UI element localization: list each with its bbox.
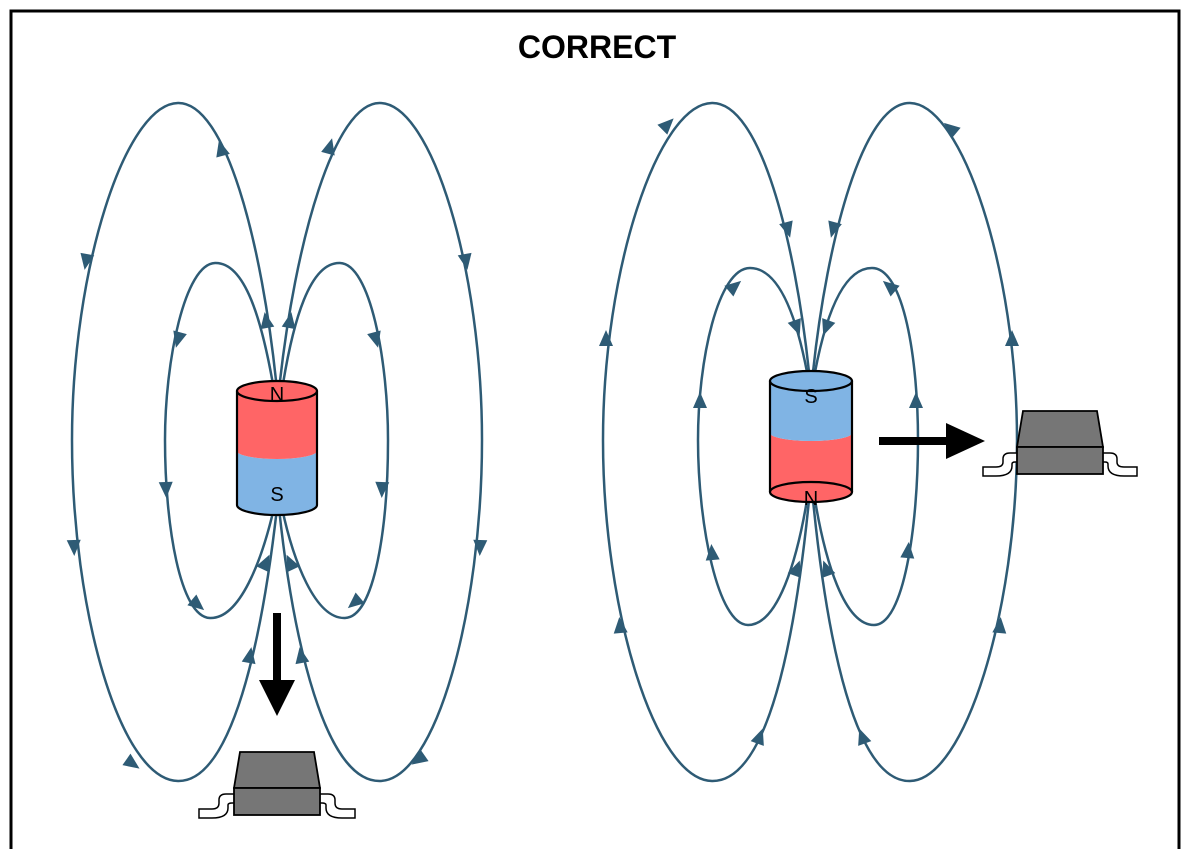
right-magnet-bottom-label: N — [804, 488, 818, 510]
left-magnet-north-half — [237, 391, 317, 459]
left-field-lines — [70, 101, 484, 783]
field-arrow — [66, 539, 81, 556]
field-line — [70, 101, 279, 783]
field-arrow — [900, 542, 915, 559]
field-arrow — [187, 594, 205, 611]
sensor-lead-right — [1100, 452, 1138, 477]
field-arrow — [822, 560, 836, 578]
left-magnet-south-half — [237, 451, 317, 515]
left-field-arrows — [66, 138, 488, 769]
sensor-lead-left — [982, 452, 1020, 477]
field-arrow — [705, 544, 720, 561]
field-arrow — [828, 220, 842, 238]
left-magnet-top-face — [237, 381, 317, 401]
right-magnet-bottom-rim — [768, 480, 854, 493]
field-arrow — [1005, 330, 1019, 346]
field-arrow — [241, 647, 256, 665]
field-arrow — [992, 617, 1007, 634]
field-arrow — [724, 280, 742, 297]
motion-arrow-right — [879, 423, 985, 459]
diagram-frame — [9, 9, 1181, 849]
motion-arrow-down — [259, 613, 295, 716]
right-magnet-north-half — [770, 433, 852, 502]
sensor-body-base — [233, 787, 321, 816]
field-arrow — [158, 481, 173, 498]
field-arrow — [260, 312, 275, 330]
field-arrow — [457, 252, 472, 270]
left-magnet-bottom-label: S — [270, 484, 283, 506]
sensor-package-bottom — [198, 751, 356, 819]
field-arrow — [473, 539, 488, 556]
field-arrow — [613, 617, 628, 634]
field-line — [277, 101, 484, 783]
field-arrow — [256, 554, 270, 573]
field-arrow — [779, 220, 793, 238]
field-arrow — [599, 330, 613, 346]
arrow-shaft — [273, 613, 281, 681]
field-arrow — [943, 122, 961, 139]
left-magnet: N S — [235, 379, 319, 517]
left-magnet-body-outline — [235, 391, 319, 517]
arrow-head — [946, 423, 985, 459]
right-magnet-body-outline — [768, 381, 854, 504]
arrow-head — [259, 680, 295, 716]
field-arrow — [693, 392, 707, 408]
field-arrow — [750, 728, 764, 746]
right-magnet-top-face — [770, 371, 852, 391]
field-arrow — [882, 280, 900, 297]
diagram-title: CORRECT — [518, 29, 677, 65]
field-line — [601, 101, 811, 783]
sensor-body-top — [1015, 410, 1105, 448]
field-line — [280, 261, 390, 620]
sensor-lead-right — [317, 793, 356, 819]
right-field-arrows — [599, 118, 1019, 746]
sensor-package-right — [982, 410, 1138, 477]
field-arrow — [411, 749, 429, 765]
field-line — [696, 266, 809, 627]
right-magnet: S N — [768, 369, 854, 510]
field-arrow — [822, 318, 836, 336]
field-arrow — [375, 481, 390, 498]
field-line — [811, 101, 1019, 783]
field-arrow — [858, 728, 872, 746]
field-arrow — [122, 753, 140, 769]
field-arrow — [787, 560, 801, 578]
right-magnet-south-half — [770, 381, 852, 441]
field-arrow — [173, 330, 187, 348]
arrow-shaft — [879, 437, 947, 445]
field-arrow — [347, 592, 365, 609]
field-arrow — [321, 138, 335, 156]
left-magnet-top-label: N — [270, 384, 284, 406]
field-arrow — [80, 252, 95, 270]
field-line — [163, 261, 276, 620]
sensor-body-base — [1016, 446, 1104, 475]
field-arrow — [367, 330, 381, 348]
sensor-lead-left — [198, 793, 237, 819]
right-magnet-top-label: S — [804, 386, 817, 408]
field-arrow — [216, 140, 230, 158]
field-arrow — [657, 118, 674, 135]
field-arrow — [787, 318, 801, 336]
field-arrow — [286, 554, 300, 573]
field-arrow — [281, 312, 296, 330]
field-arrow — [909, 392, 923, 408]
field-arrow — [295, 647, 310, 665]
sensor-body-top — [232, 751, 322, 789]
